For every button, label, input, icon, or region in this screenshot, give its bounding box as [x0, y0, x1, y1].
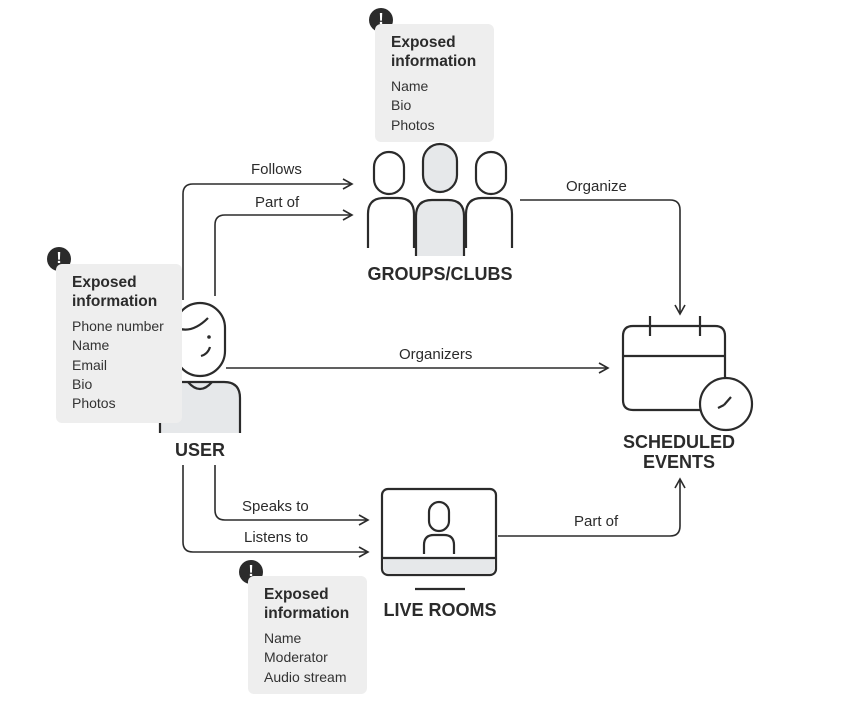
exposed-info-groups-list: Name Bio Photos [391, 77, 484, 135]
list-item: Bio [391, 97, 412, 114]
edge-label-organize: Organize [566, 178, 627, 195]
list-item: Moderator [264, 649, 328, 666]
list-item: Photos [391, 116, 435, 133]
list-item: Email [72, 356, 108, 373]
list-item: Bio [72, 375, 93, 392]
node-label-rooms: LIVE ROOMS [383, 600, 497, 620]
edge-partof-groups-line [214, 209, 354, 296]
exposed-info-rooms: Exposed information Name Moderator Audio… [248, 576, 367, 694]
exposed-info-groups: Exposed information Name Bio Photos [375, 24, 494, 142]
edge-label-part-of-groups: Part of [255, 194, 300, 211]
edge-partof-events-line [498, 477, 686, 537]
edge-label-part-of-events: Part of [574, 513, 619, 530]
exposed-info-user: Exposed information Phone number Name Em… [56, 264, 182, 423]
edge-label-listens-to: Listens to [244, 529, 309, 546]
list-item: Name [72, 337, 110, 354]
edge-label-organizers: Organizers [399, 346, 473, 363]
node-label-groups: GROUPS/CLUBS [367, 264, 513, 284]
list-item: Audio stream [264, 668, 347, 685]
edge-label-follows: Follows [251, 161, 302, 178]
edge-label-speaks-to: Speaks to [242, 498, 309, 515]
exposed-info-rooms-list: Name Moderator Audio stream [264, 629, 361, 687]
node-label-user: USER [174, 440, 225, 460]
edge-speaks-line [214, 465, 370, 526]
scheduled-events-icon [621, 316, 754, 432]
edge-organize-line [520, 199, 686, 316]
exposed-info-groups-title: Exposed information [391, 34, 477, 70]
exposed-info-user-list: Phone number Name Email Bio Photos [72, 317, 176, 413]
edge-follows-line [182, 178, 354, 300]
live-rooms-icon [380, 487, 498, 591]
list-item: Name [264, 630, 302, 646]
exposed-info-rooms-title: Exposed information [264, 586, 350, 622]
list-item: Phone number [72, 318, 164, 334]
exposed-info-user-title: Exposed information [72, 274, 158, 310]
edge-listens-line [182, 465, 370, 558]
list-item: Photos [72, 395, 116, 412]
list-item: Name [391, 78, 429, 94]
node-label-events: SCHEDULED EVENTS [622, 432, 735, 472]
groups-clubs-icon [366, 142, 514, 256]
